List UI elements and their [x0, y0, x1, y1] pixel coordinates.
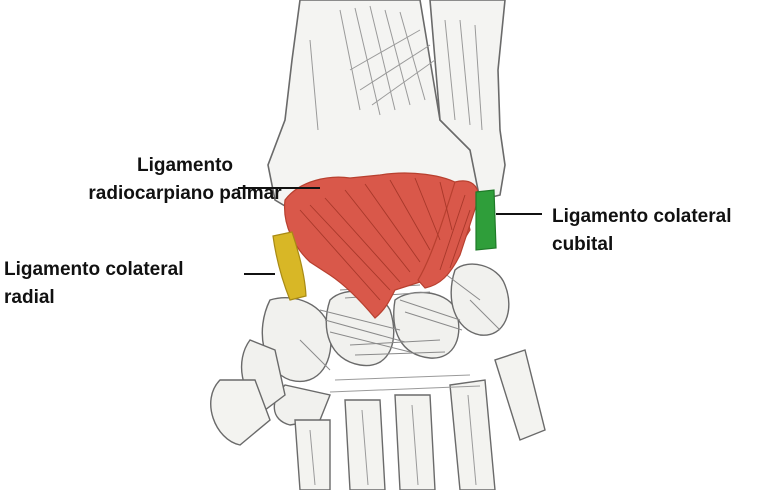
label-line: Ligamento — [80, 152, 290, 180]
label-collateral-ulnar-ligament: Ligamento colateral cubital — [552, 203, 732, 259]
label-radiocarpal-palmar-ligament: Ligamento radiocarpiano palmar — [80, 152, 290, 208]
label-line: Ligamento colateral — [4, 256, 184, 284]
collateral-ulnar-ligament — [476, 190, 496, 250]
radiocarpal-palmar-ligament — [285, 173, 479, 318]
label-line: radial — [4, 284, 184, 312]
label-line: radiocarpiano palmar — [80, 180, 290, 208]
label-line: Ligamento colateral — [552, 203, 732, 231]
label-line: cubital — [552, 231, 732, 259]
label-collateral-radial-ligament: Ligamento colateral radial — [4, 256, 184, 312]
